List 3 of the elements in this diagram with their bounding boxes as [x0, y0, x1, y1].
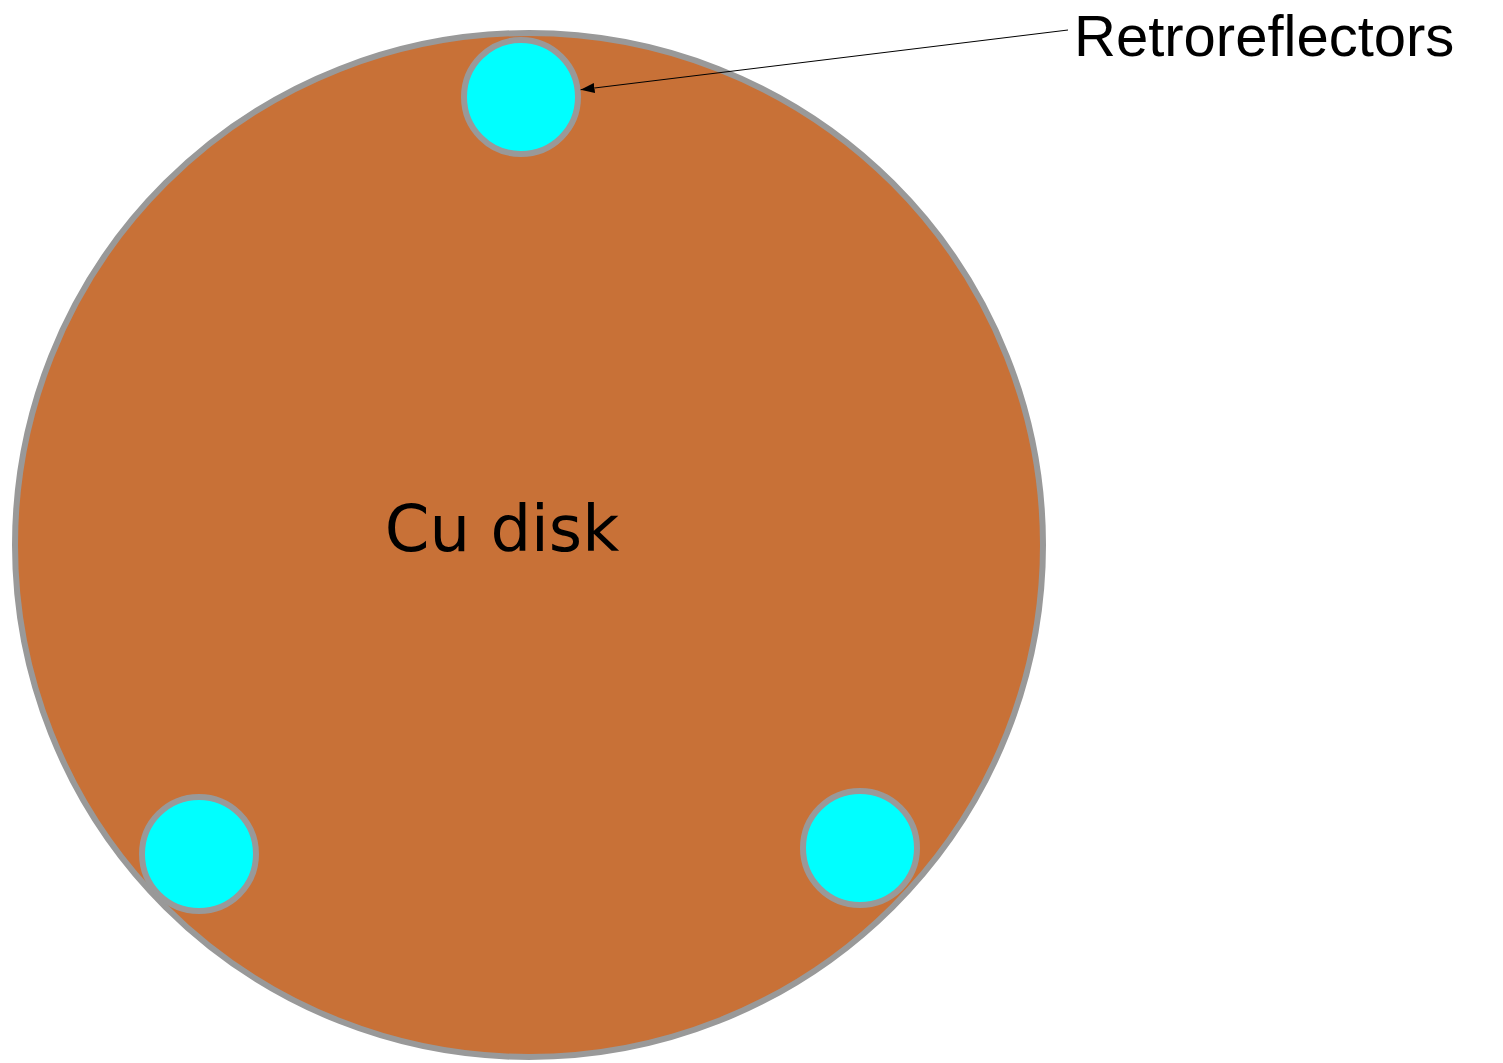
- callout-label: Retroreflectors: [1074, 2, 1456, 69]
- disk-label: Cu disk: [383, 492, 621, 566]
- leader-line: [580, 29, 1069, 94]
